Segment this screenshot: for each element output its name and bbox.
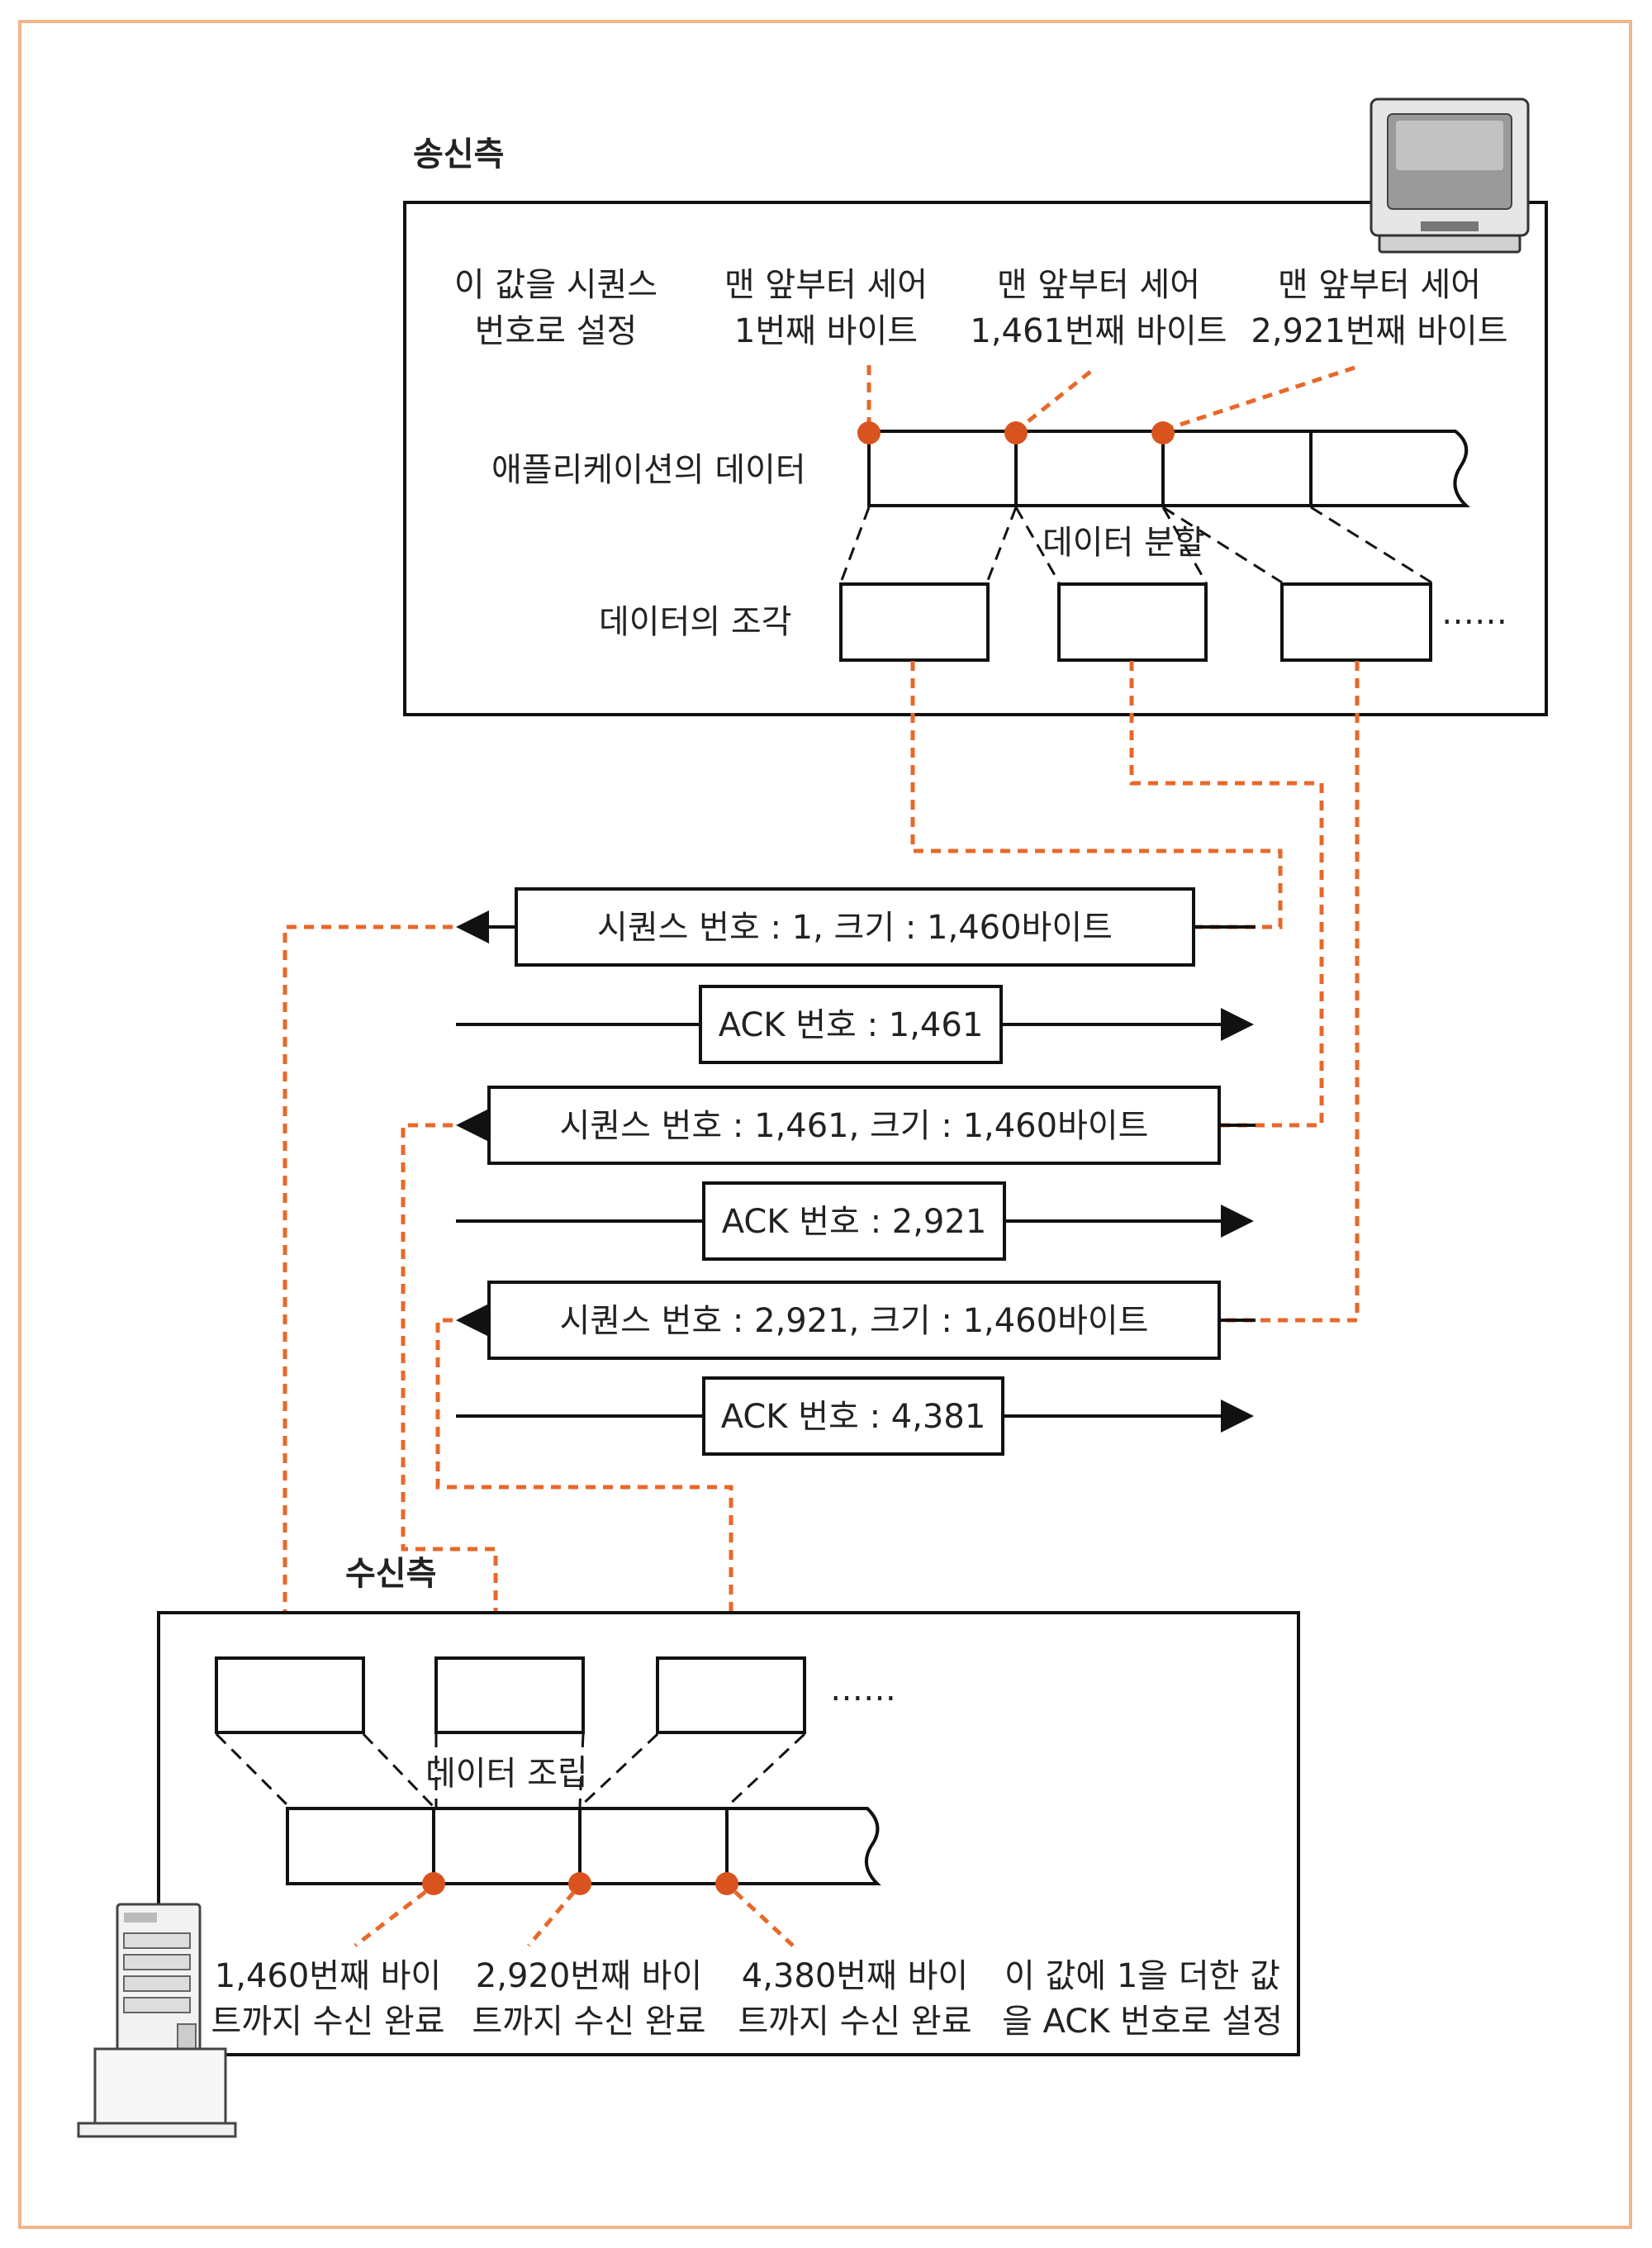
leader-line (1016, 370, 1092, 431)
svg-text:트까지 수신 완료: 트까지 수신 완료 (472, 2003, 705, 2041)
byte-marker-dot (1151, 421, 1175, 444)
split-line (839, 506, 871, 583)
svg-text:맨 앞부터 세어: 맨 앞부터 세어 (997, 266, 1200, 304)
receiver-annotation-4: 이 값에 1을 더한 값 을 ACK 번호로 설정 (1002, 1957, 1283, 2041)
svg-text:맨 앞부터 세어: 맨 앞부터 세어 (1278, 266, 1481, 304)
split-label: 데이터 분할 (1042, 524, 1205, 562)
svg-text:트까지 수신 완료: 트까지 수신 완료 (211, 2003, 444, 2041)
route-path-3 (1219, 661, 1360, 1323)
assemble-line (362, 1732, 435, 1808)
svg-text:ACK 번호 : 2,921: ACK 번호 : 2,921 (722, 1203, 987, 1241)
svg-text:이 값을 시퀀스: 이 값을 시퀀스 (454, 266, 657, 304)
sender-title: 송신측 (413, 135, 504, 173)
svg-text:4,380번째 바이: 4,380번째 바이 (742, 1957, 968, 1995)
sender-annotation-3: 맨 앞부터 세어 1,461번째 바이트 (970, 266, 1227, 350)
sender-annotation-4: 맨 앞부터 세어 2,921번째 바이트 (1251, 266, 1507, 350)
segment-message-2: 시퀀스 번호 : 1,461, 크기 : 1,460바이트 (456, 1086, 1256, 1165)
app-data-bar (867, 430, 1470, 507)
assemble-line (725, 1732, 806, 1808)
svg-text:2,920번째 바이: 2,920번째 바이 (476, 1957, 702, 1995)
received-piece (215, 1656, 365, 1734)
svg-text:시퀀스 번호 : 1, 크기 : 1,460바이트: 시퀀스 번호 : 1, 크기 : 1,460바이트 (597, 909, 1113, 947)
split-line (985, 506, 1018, 583)
route-path-6 (435, 1318, 733, 1640)
split-line (1310, 506, 1432, 584)
leader-line (354, 1890, 427, 1947)
svg-text:맨 앞부터 세어: 맨 앞부터 세어 (724, 266, 928, 304)
leader-line (733, 1890, 795, 1947)
sender-annotation-2: 맨 앞부터 세어 1번째 바이트 (724, 266, 928, 350)
receiver-title: 수신측 (345, 1555, 436, 1593)
svg-text:시퀀스 번호 : 1,461, 크기 : 1,460바이트: 시퀀스 번호 : 1,461, 크기 : 1,460바이트 (560, 1107, 1149, 1145)
route-path-5 (401, 1123, 498, 1640)
app-data-label: 애플리케이션의 데이터 (491, 451, 806, 489)
svg-text:1번째 바이트: 1번째 바이트 (734, 312, 918, 350)
route-path-4 (282, 924, 453, 1640)
assemble-line (578, 1733, 585, 1808)
data-piece (839, 582, 990, 662)
byte-marker-dot (857, 421, 881, 444)
svg-text:1,460번째 바이: 1,460번째 바이 (215, 1957, 441, 1995)
received-byte-dot (568, 1872, 591, 1895)
split-line (1162, 506, 1283, 584)
outer-frame (18, 20, 1632, 2229)
received-piece (434, 1656, 585, 1734)
route-path-2 (1129, 661, 1324, 1128)
assemble-line (215, 1732, 291, 1808)
svg-text:2,921번째 바이트: 2,921번째 바이트 (1251, 312, 1507, 350)
svg-text:번호로 설정: 번호로 설정 (475, 312, 638, 350)
sender-annotation-1: 이 값을 시퀀스 번호로 설정 (454, 266, 657, 350)
ack-message-2: ACK 번호 : 2,921 (456, 1181, 1254, 1261)
assembled-data-bar (286, 1807, 881, 1885)
assemble-label: 데이터 조립 (425, 1755, 588, 1793)
receiver-annotation-1: 1,460번째 바이 트까지 수신 완료 (211, 1957, 444, 2041)
svg-text:ACK 번호 : 1,461: ACK 번호 : 1,461 (719, 1006, 984, 1044)
svg-text:이 값에 1을 더한 값: 이 값에 1을 더한 값 (1004, 1957, 1280, 1995)
ack-message-3: ACK 번호 : 4,381 (456, 1376, 1254, 1456)
data-piece (1280, 582, 1432, 662)
byte-marker-dot (1004, 421, 1028, 444)
segment-message-1: 시퀀스 번호 : 1, 크기 : 1,460바이트 (456, 887, 1256, 967)
leader-line (527, 1890, 576, 1947)
server-tower-icon (77, 1903, 237, 2138)
svg-text:ACK 번호 : 4,381: ACK 번호 : 4,381 (721, 1398, 986, 1436)
pieces-label: 데이터의 조각 (599, 603, 792, 641)
svg-text:을 ACK 번호로 설정: 을 ACK 번호로 설정 (1002, 2003, 1283, 2041)
received-byte-dot (422, 1872, 445, 1895)
svg-text:시퀀스 번호 : 2,921, 크기 : 1,460바이트: 시퀀스 번호 : 2,921, 크기 : 1,460바이트 (560, 1302, 1149, 1340)
receiver-annotation-2: 2,920번째 바이 트까지 수신 완료 (472, 1957, 705, 2041)
receiver-ellipsis: …… (830, 1671, 896, 1709)
segment-message-3: 시퀀스 번호 : 2,921, 크기 : 1,460바이트 (456, 1281, 1256, 1360)
receiver-annotation-3: 4,380번째 바이 트까지 수신 완료 (738, 1957, 971, 2041)
svg-text:트까지 수신 완료: 트까지 수신 완료 (738, 2003, 971, 2041)
data-piece (1057, 582, 1208, 662)
computer-monitor-icon (1370, 97, 1530, 254)
assemble-line (578, 1732, 659, 1808)
split-line (1161, 506, 1208, 583)
received-piece (656, 1656, 806, 1734)
ack-message-1: ACK 번호 : 1,461 (456, 985, 1254, 1064)
received-byte-dot (715, 1872, 738, 1895)
svg-text:1,461번째 바이트: 1,461번째 바이트 (970, 312, 1227, 350)
sender-ellipsis: …… (1441, 594, 1507, 632)
split-line (1014, 506, 1061, 583)
